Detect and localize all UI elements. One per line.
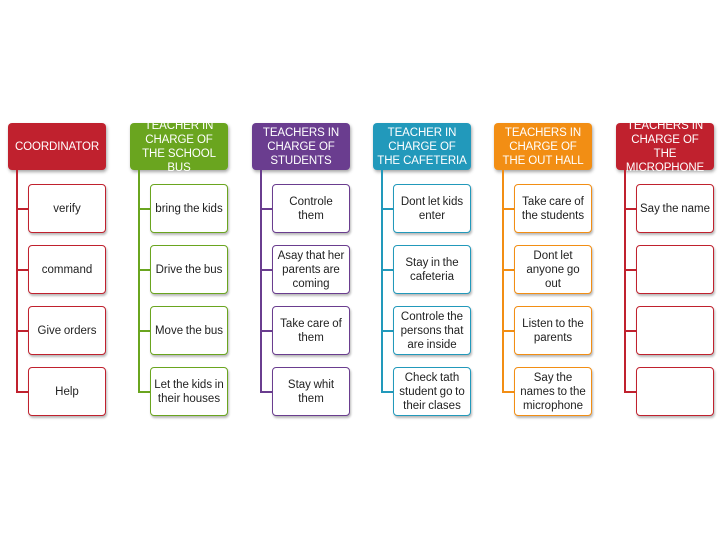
task-box (636, 306, 714, 355)
task-box: Let the kids in their houses (150, 367, 228, 416)
connector-line (381, 170, 383, 393)
task-box: Move the bus (150, 306, 228, 355)
task-box: Stay in the cafeteria (393, 245, 471, 294)
column-3: TEACHERS IN CHARGE OF STUDENTS Controle t… (252, 0, 352, 540)
column-header: TEACHER IN CHARGE OF THE CAFETERIA (373, 123, 471, 170)
connector-line (16, 170, 18, 393)
task-box: Controle them (272, 184, 350, 233)
connector-branch (624, 269, 638, 271)
column-header: TEACHERS IN CHARGE OF THE MICROPHONE (616, 120, 714, 174)
task-box: Give orders (28, 306, 106, 355)
task-box: Dont let anyone go out (514, 245, 592, 294)
task-box: Stay whit them (272, 367, 350, 416)
connector-line (138, 170, 140, 393)
connector-branch (260, 330, 274, 332)
connector-branch (624, 391, 638, 393)
connector-branch (16, 208, 30, 210)
connector-branch (16, 269, 30, 271)
connector-branch (624, 330, 638, 332)
task-box: Say the names to the microphone (514, 367, 592, 416)
connector-branch (502, 330, 516, 332)
connector-branch (16, 391, 30, 393)
task-box: Take care of them (272, 306, 350, 355)
connector-branch (381, 330, 395, 332)
task-box: Listen to the parents (514, 306, 592, 355)
connector-branch (624, 208, 638, 210)
connector-branch (138, 208, 152, 210)
connector-branch (138, 391, 152, 393)
task-box (636, 245, 714, 294)
task-box (636, 367, 714, 416)
connector-branch (138, 330, 152, 332)
connector-line (260, 170, 262, 393)
connector-branch (381, 208, 395, 210)
task-box: Controle the persons that are inside (393, 306, 471, 355)
connector-branch (502, 269, 516, 271)
task-box: verify (28, 184, 106, 233)
task-box: Dont let kids enter (393, 184, 471, 233)
connector-branch (381, 269, 395, 271)
connector-branch (502, 391, 516, 393)
task-box: Help (28, 367, 106, 416)
connector-branch (260, 208, 274, 210)
task-box: Drive the bus (150, 245, 228, 294)
connector-branch (381, 391, 395, 393)
task-box: command (28, 245, 106, 294)
connector-line (502, 170, 504, 393)
connector-branch (502, 208, 516, 210)
column-header: TEACHERS IN CHARGE OF THE OUT HALL (494, 123, 592, 170)
column-6: TEACHERS IN CHARGE OF THE MICROPHONE Say … (616, 0, 716, 540)
column-header: COORDINATOR (8, 123, 106, 170)
column-4: TEACHER IN CHARGE OF THE CAFETERIA Dont l… (373, 0, 473, 540)
connector-branch (16, 330, 30, 332)
connector-line (624, 170, 626, 393)
connector-branch (260, 391, 274, 393)
connector-branch (138, 269, 152, 271)
task-box: bring the kids (150, 184, 228, 233)
task-box: Check tath student go to their clases (393, 367, 471, 416)
task-box: Asay that her parents are coming (272, 245, 350, 294)
column-header: TEACHERS IN CHARGE OF STUDENTS (252, 123, 350, 170)
column-header: TEACHER IN CHARGE OF THE SCHOOL BUS (130, 120, 228, 174)
task-box: Take care of the students (514, 184, 592, 233)
column-2: TEACHER IN CHARGE OF THE SCHOOL BUS bring… (130, 0, 230, 540)
task-box: Say the name (636, 184, 714, 233)
column-5: TEACHERS IN CHARGE OF THE OUT HALL Take c… (494, 0, 594, 540)
connector-branch (260, 269, 274, 271)
